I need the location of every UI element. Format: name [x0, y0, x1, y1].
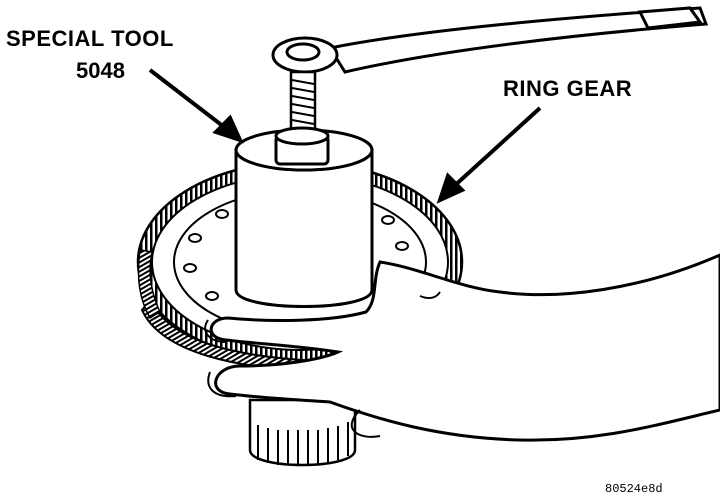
ring-gear-label: RING GEAR: [503, 76, 633, 101]
special-tool-number: 5048: [76, 58, 125, 83]
special-tool-cylinder: [234, 126, 374, 308]
special-tool-label: SPECIAL TOOL: [6, 26, 174, 51]
hand: [204, 253, 720, 442]
special-tool-arrowhead: [212, 114, 244, 144]
figure-code: 80524e8d: [605, 482, 663, 496]
ring-gear-leader: [450, 106, 542, 190]
differential-bearing: [248, 398, 357, 467]
special-tool-leader: [148, 68, 230, 132]
ring-gear-arrowhead: [436, 172, 466, 204]
leader-arrows: [148, 68, 542, 204]
wrench: [271, 6, 709, 74]
